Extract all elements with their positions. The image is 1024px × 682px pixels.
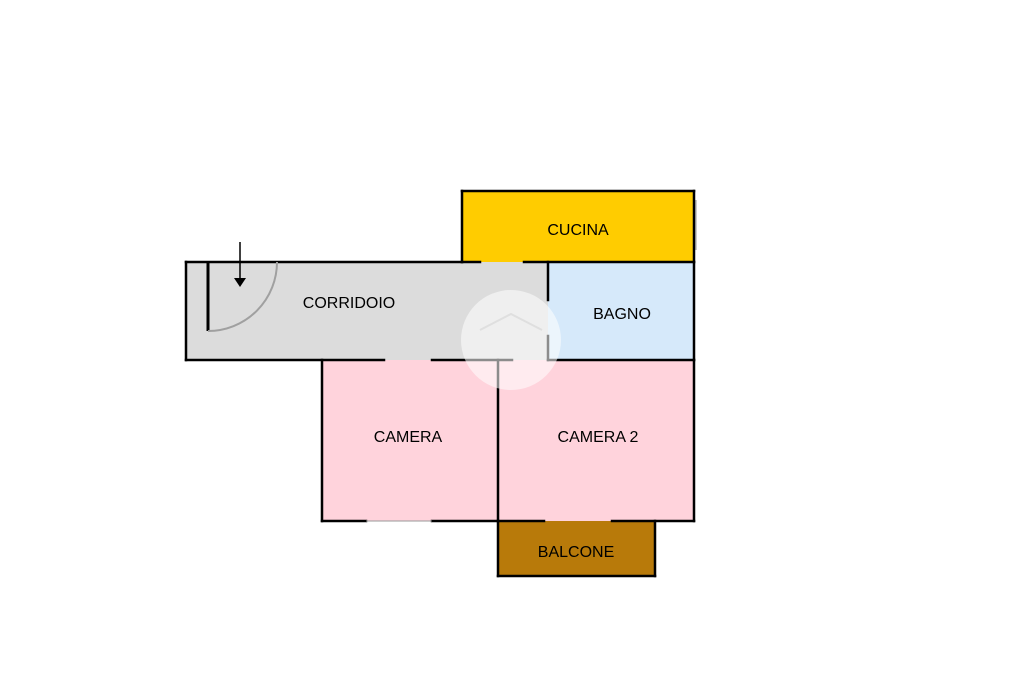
- watermark-house-icon: [461, 290, 561, 390]
- entrance-arrow-icon: [234, 242, 246, 287]
- room-balcone: [498, 521, 655, 576]
- label-corridoio: CORRIDOIO: [303, 295, 395, 312]
- label-camera: CAMERA: [374, 429, 443, 446]
- label-cucina: CUCINA: [547, 222, 609, 239]
- room-camera-2: [498, 360, 694, 521]
- label-balcone: BALCONE: [538, 544, 614, 561]
- label-bagno: BAGNO: [593, 306, 651, 323]
- room-cucina: [462, 191, 694, 262]
- walls: [184, 189, 696, 578]
- room-camera: [322, 360, 498, 521]
- room-bagno: [548, 262, 694, 360]
- door-swing-icon: [206, 261, 278, 332]
- windows: [366, 200, 697, 522]
- label-camera-2: CAMERA 2: [558, 429, 639, 446]
